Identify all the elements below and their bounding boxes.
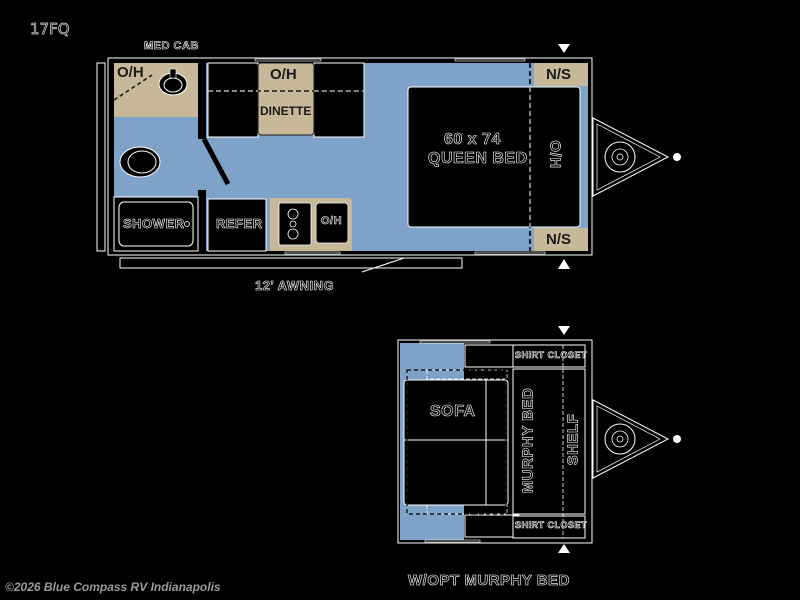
copyright-footer: ©2026 Blue Compass RV Indianapolis: [5, 580, 221, 594]
murphy-bed-label: MURPHY BED: [519, 387, 537, 494]
sofa-label: SOFA: [430, 403, 476, 421]
bed-size-label: 60 x 74: [444, 131, 501, 149]
shirt-closet-bottom-label: SHIRT CLOSET: [515, 520, 588, 531]
awning-label: 12' AWNING: [255, 278, 335, 294]
nightstand-bottom-label: N/S: [546, 231, 572, 248]
kitchen-overhead-label: O/H: [321, 215, 343, 228]
shower-label: SHOWER: [123, 216, 185, 232]
alt-plan-caption: W/OPT MURPHY BED: [408, 572, 570, 590]
dinette-label: DINETTE: [260, 104, 312, 118]
model-name: 17FQ: [30, 20, 70, 39]
med-cab-label: MED CAB: [144, 40, 199, 53]
shirt-closet-top-label: SHIRT CLOSET: [515, 350, 588, 361]
queen-bed-label: QUEEN BED: [428, 150, 528, 168]
shelf-label: SHELF: [564, 413, 582, 466]
bath-overhead-label: O/H: [117, 64, 144, 81]
refer-label: REFER: [216, 216, 263, 232]
nightstand-top-label: N/S: [546, 66, 572, 83]
dinette-overhead-label: O/H: [270, 66, 297, 83]
